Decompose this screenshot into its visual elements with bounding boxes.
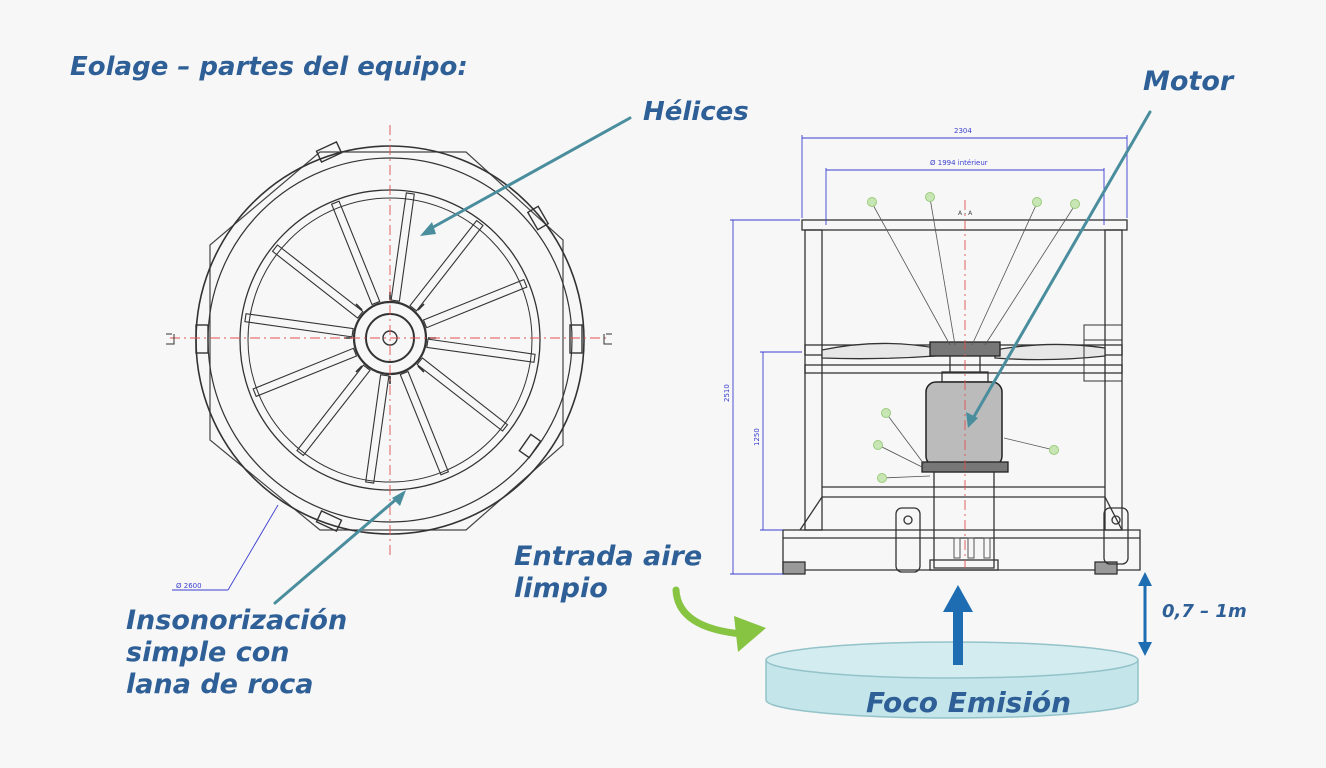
motor-label: Motor bbox=[1143, 66, 1234, 97]
insulation-label: Insonorización simple con lana de roca bbox=[126, 605, 347, 701]
clean-air-arrow bbox=[672, 586, 766, 652]
clean-air-inlet-line2: limpio bbox=[514, 572, 608, 604]
insulation-line1: Insonorización bbox=[126, 605, 348, 636]
inner-diameter-label: Ø 1994 intérieur bbox=[930, 159, 988, 167]
fan-blade bbox=[244, 313, 354, 338]
fan-blade bbox=[390, 192, 415, 302]
airflow-arrow bbox=[943, 585, 973, 665]
fan-blade bbox=[271, 244, 364, 319]
pointer-lines bbox=[273, 110, 1152, 605]
fan-blade bbox=[365, 374, 390, 484]
left-column bbox=[804, 229, 823, 531]
insulation-line3: lana de roca bbox=[126, 668, 314, 700]
width-total-label: 2304 bbox=[954, 127, 972, 135]
distance-arrow bbox=[1138, 572, 1152, 656]
height-total-label: 2510 bbox=[723, 384, 731, 402]
fan-centerlines bbox=[170, 125, 610, 555]
helices-label: Hélices bbox=[643, 97, 749, 127]
fan-blade bbox=[416, 357, 509, 432]
side-blade-left bbox=[821, 342, 936, 360]
right-column bbox=[1104, 229, 1123, 531]
fan-blades bbox=[244, 192, 536, 484]
diameter-outer-label: Ø 2600 bbox=[176, 582, 202, 590]
clean-air-inlet-line1: Entrada aire bbox=[514, 541, 703, 572]
height-lower-label: 1250 bbox=[753, 428, 761, 446]
fan-blade bbox=[399, 370, 450, 476]
fan-blade bbox=[296, 364, 371, 457]
side-dimensions bbox=[730, 135, 1128, 575]
insulation-line2: simple con bbox=[126, 636, 290, 668]
foot-left bbox=[782, 561, 806, 575]
fan-blade bbox=[330, 200, 381, 306]
fan-blade bbox=[426, 338, 536, 363]
part-callouts bbox=[867, 192, 1080, 483]
fan-blade bbox=[409, 219, 484, 312]
fan-side-view bbox=[782, 219, 1141, 575]
emission-source bbox=[765, 641, 1139, 719]
pointer-arrowheads bbox=[392, 222, 978, 506]
section-markers bbox=[166, 333, 612, 345]
distance-label: 0,7 – 1m bbox=[1162, 601, 1247, 622]
emission-source-label: Foco Emisión bbox=[866, 686, 1072, 719]
ring-brackets bbox=[195, 140, 583, 533]
top-frame bbox=[801, 219, 1128, 231]
fan-blade bbox=[422, 278, 528, 329]
side-blade-right bbox=[994, 343, 1106, 361]
clean-air-inlet-label: Entrada aire limpio bbox=[514, 541, 702, 605]
base-frame bbox=[782, 529, 1141, 571]
motor-shaft bbox=[949, 356, 981, 372]
motor-stand bbox=[933, 471, 995, 569]
fan-blade bbox=[252, 347, 358, 398]
shroud-ring-inner bbox=[247, 197, 533, 483]
housing-outline bbox=[209, 151, 564, 531]
motor-body bbox=[925, 381, 1003, 467]
section-mark-label: A - A bbox=[958, 210, 973, 217]
page-title: Eolage – partes del equipo: bbox=[70, 52, 468, 82]
diameter-dimension bbox=[172, 504, 279, 591]
